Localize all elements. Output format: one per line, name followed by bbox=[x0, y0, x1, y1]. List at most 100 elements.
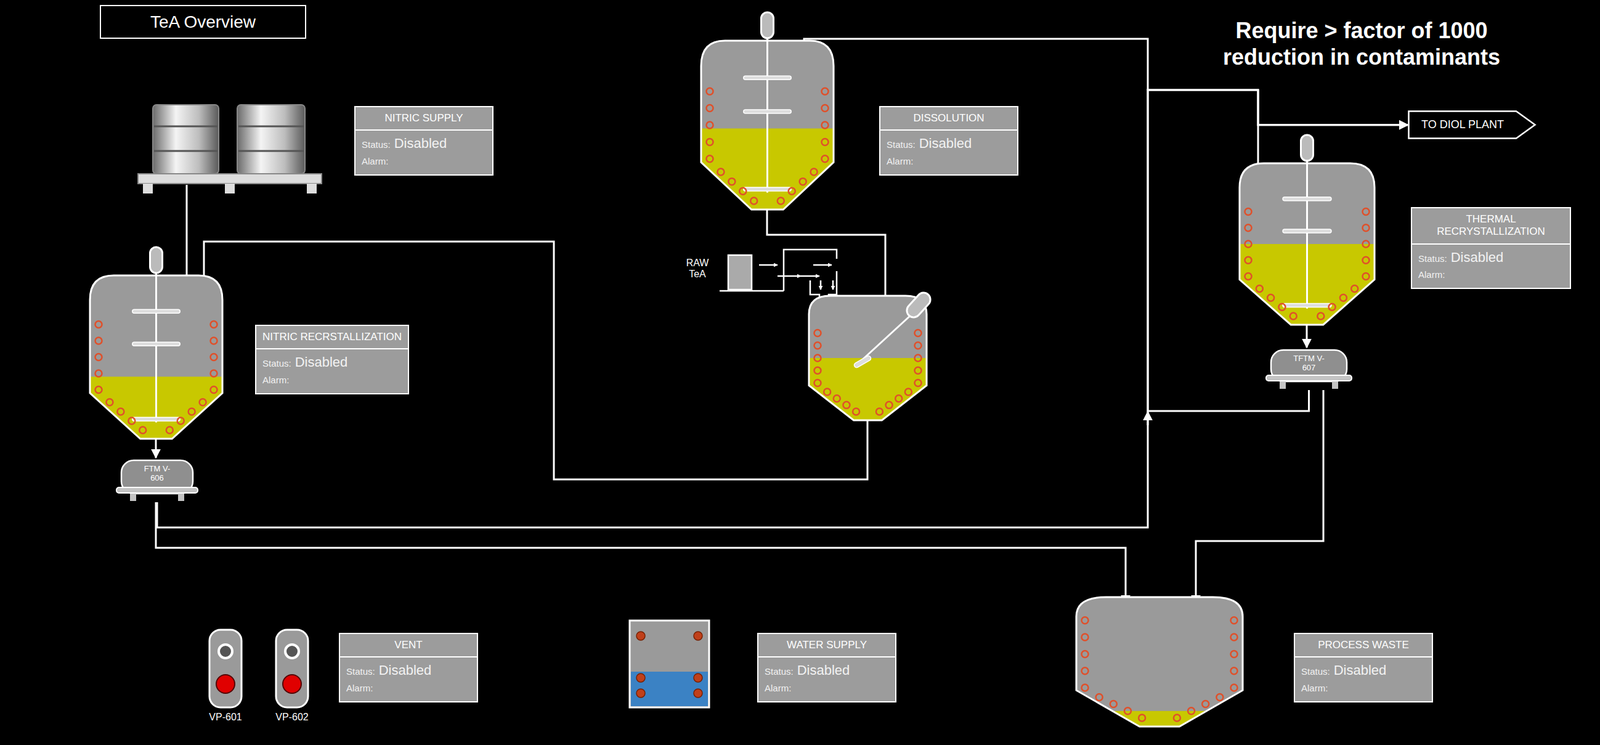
destination-label: TO DIOL PLANT bbox=[1421, 117, 1504, 132]
heating-coil bbox=[166, 426, 174, 434]
agitator-motor bbox=[761, 12, 774, 39]
alarm-caption: Alarm: bbox=[764, 682, 890, 694]
heating-coil bbox=[210, 370, 218, 378]
panel-body: Status:DisabledAlarm: bbox=[256, 349, 408, 393]
heating-coil bbox=[1081, 616, 1089, 624]
status-row: Status:Disabled bbox=[886, 135, 1012, 152]
heating-coil bbox=[1230, 650, 1238, 658]
alarm-caption: Alarm: bbox=[346, 682, 471, 694]
panel-body: Status:DisabledAlarm: bbox=[1295, 657, 1432, 701]
heating-coil bbox=[1362, 208, 1370, 216]
heating-coil bbox=[1096, 693, 1103, 701]
pipe bbox=[804, 38, 1148, 90]
heating-coil bbox=[95, 386, 103, 394]
title-box: TeA Overview bbox=[99, 4, 307, 39]
status-row: Status:Disabled bbox=[361, 135, 487, 152]
heating-coil bbox=[821, 88, 829, 95]
heating-coil bbox=[706, 104, 714, 112]
heating-coil bbox=[1340, 294, 1347, 302]
agitator-shaft bbox=[766, 36, 769, 193]
status-caption: Status: bbox=[1301, 665, 1331, 677]
pipe bbox=[1306, 324, 1308, 348]
agitator-motor bbox=[1301, 134, 1314, 161]
heating-coil bbox=[814, 367, 822, 374]
heating-coil bbox=[728, 178, 736, 185]
alarm-caption: Alarm: bbox=[262, 374, 402, 386]
flash-tank: FTM V-606 bbox=[115, 458, 199, 503]
barrel bbox=[237, 104, 305, 174]
process-line bbox=[1147, 89, 1408, 411]
heating-coil bbox=[706, 121, 714, 129]
heating-coil bbox=[842, 401, 850, 409]
status-row: Status:Disabled bbox=[346, 662, 471, 679]
material-label: RAW TeA bbox=[680, 257, 715, 281]
status-value: Disabled bbox=[919, 135, 973, 151]
vessel-liquid bbox=[1076, 710, 1243, 745]
heating-coil bbox=[914, 341, 922, 349]
impeller bbox=[743, 109, 792, 114]
status-panel: VENT Status:DisabledAlarm: bbox=[338, 632, 479, 703]
nitric-barrels bbox=[138, 104, 322, 194]
heating-coil bbox=[1245, 224, 1252, 232]
vessel-outline bbox=[89, 275, 223, 439]
impeller bbox=[743, 75, 792, 80]
heating-coil bbox=[852, 408, 860, 416]
alarm-caption: Alarm: bbox=[361, 155, 487, 167]
heating-coil bbox=[1081, 650, 1089, 658]
panel-heading: PROCESS WASTE bbox=[1295, 633, 1432, 658]
heating-coil bbox=[1256, 285, 1263, 293]
heating-coil bbox=[1081, 684, 1089, 692]
hopper-box bbox=[728, 255, 752, 290]
heating-coil bbox=[814, 354, 822, 362]
heating-coil bbox=[914, 379, 922, 387]
flash-tank: TFTM V-607 bbox=[1264, 348, 1353, 390]
heating-coil bbox=[1230, 667, 1238, 675]
heating-coil bbox=[1267, 294, 1275, 302]
tank-rim bbox=[1266, 375, 1352, 381]
heating-coil bbox=[1230, 684, 1238, 692]
heating-coil bbox=[1362, 256, 1370, 264]
heating-coil bbox=[1278, 303, 1286, 311]
status-value: Disabled bbox=[1333, 662, 1387, 678]
panel-heading: VENT bbox=[340, 633, 477, 658]
vessel-outline bbox=[1076, 596, 1243, 727]
heating-coil bbox=[1317, 312, 1324, 320]
heating-coil bbox=[885, 401, 893, 409]
status-row: Status:Disabled bbox=[1418, 249, 1564, 266]
alarm-caption: Alarm: bbox=[1301, 682, 1426, 694]
tank-text: FTM V-606 bbox=[115, 458, 199, 484]
heating-coil bbox=[95, 320, 103, 328]
status-value: Disabled bbox=[797, 662, 851, 678]
impeller bbox=[1282, 303, 1332, 308]
valve-tag: VP-601 bbox=[200, 711, 251, 723]
arrow-outline bbox=[1409, 111, 1536, 139]
panel-heading: NITRIC SUPPLY bbox=[355, 107, 493, 131]
heating-coil bbox=[1351, 285, 1358, 293]
status-caption: Status: bbox=[886, 139, 916, 150]
heating-coil bbox=[833, 394, 841, 402]
heating-coil bbox=[1187, 707, 1195, 715]
panel-heading: WATER SUPPLY bbox=[758, 633, 896, 658]
heating-coil bbox=[777, 197, 785, 205]
heating-coil bbox=[177, 417, 185, 424]
status-panel: NITRIC SUPPLYStatus:DisabledAlarm: bbox=[354, 105, 494, 176]
panel-body: Status:DisabledAlarm: bbox=[1412, 244, 1570, 288]
panel-body: Status:DisabledAlarm: bbox=[355, 130, 493, 174]
impeller bbox=[1282, 197, 1332, 201]
tank-rim bbox=[116, 487, 198, 493]
heating-coil bbox=[117, 407, 124, 415]
heating-coil bbox=[1245, 208, 1252, 216]
pipe bbox=[1195, 389, 1324, 604]
heating-coil bbox=[1216, 693, 1223, 701]
heating-coil bbox=[139, 426, 147, 434]
vessel-outline bbox=[701, 40, 834, 210]
status-panel: WATER SUPPLYStatus:DisabledAlarm: bbox=[757, 632, 897, 703]
heating-coil bbox=[810, 168, 818, 175]
impeller bbox=[743, 187, 792, 191]
heating-coil bbox=[210, 353, 218, 361]
alarm-caption: Alarm: bbox=[1418, 269, 1564, 281]
tank-foot bbox=[1279, 381, 1286, 389]
heating-coil bbox=[95, 353, 103, 361]
impeller bbox=[132, 417, 180, 421]
status-panel: THERMAL RECRYSTALLIZATIONStatus:Disabled… bbox=[1410, 207, 1572, 289]
